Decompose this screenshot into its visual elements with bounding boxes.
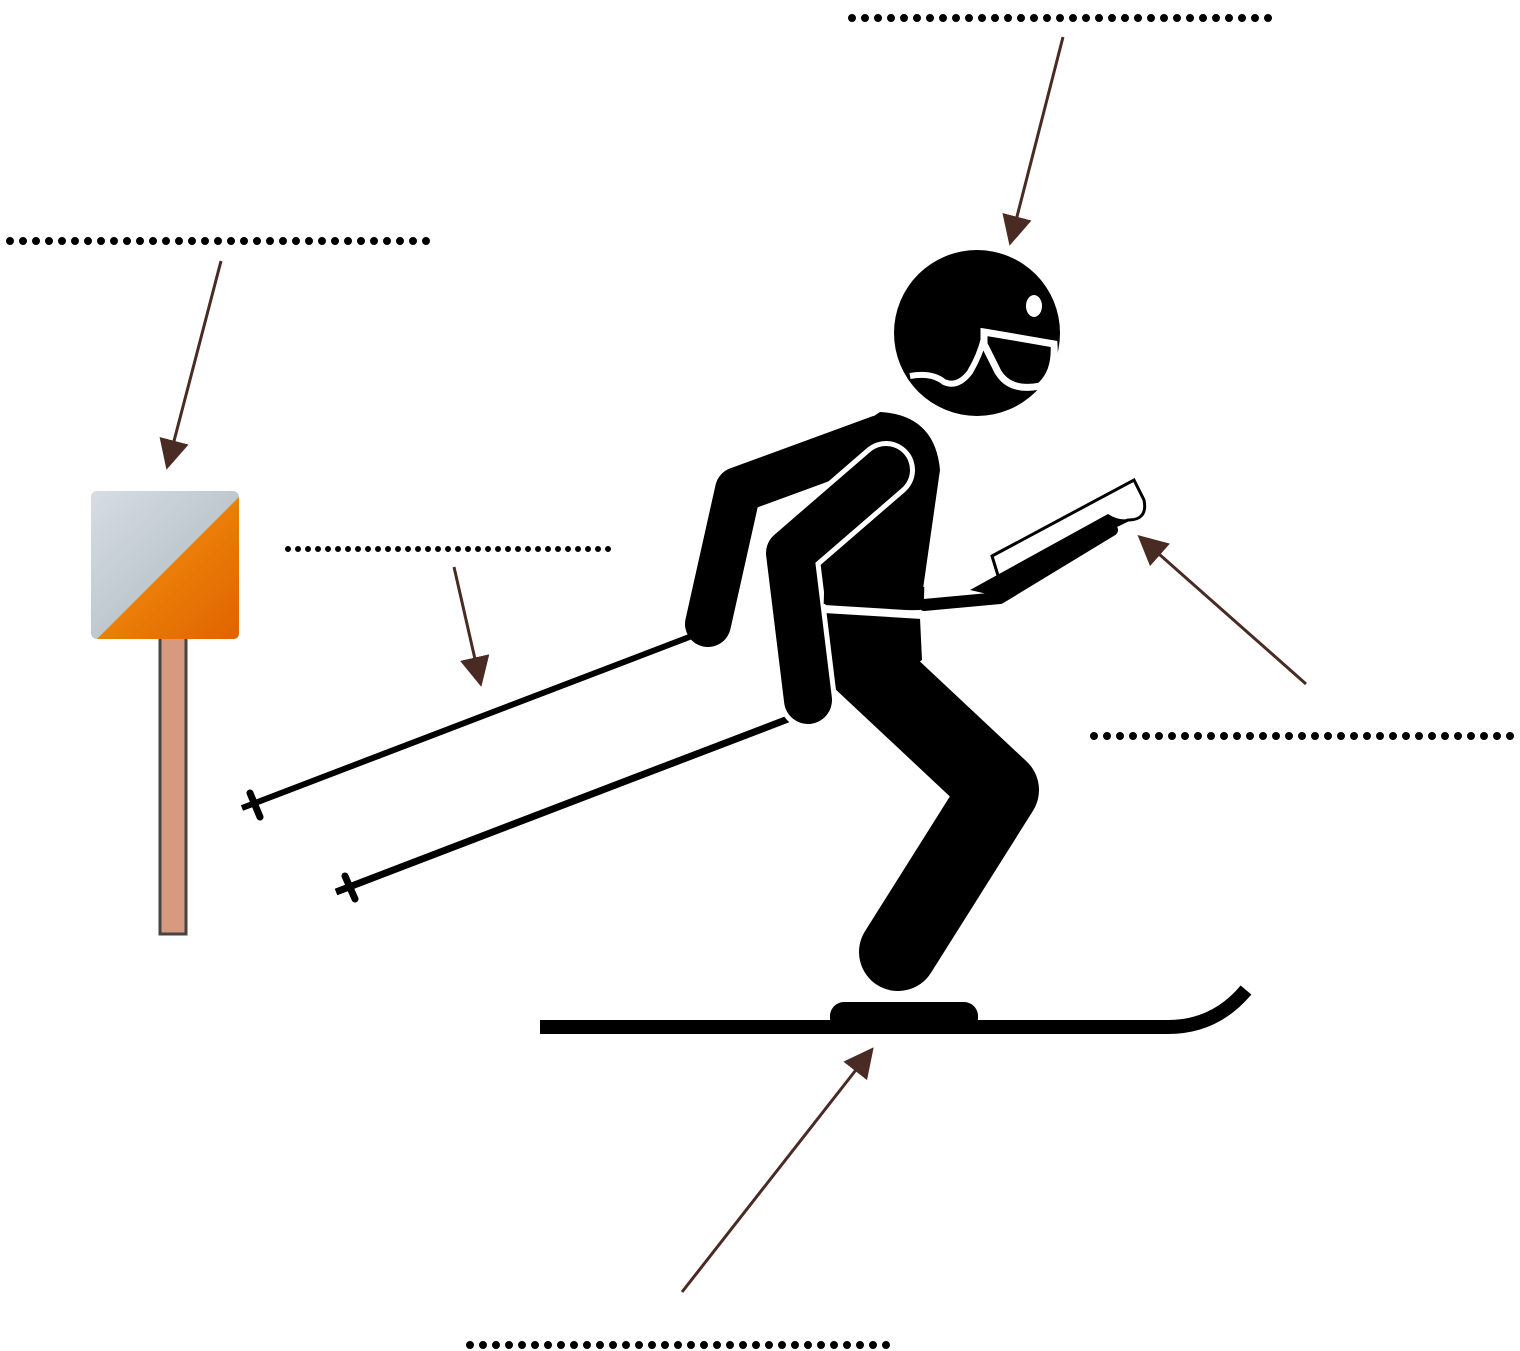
- ski-pole-basket-back: [250, 793, 260, 817]
- arrow-ski: [682, 1052, 870, 1292]
- arrow-control-flag: [168, 261, 221, 464]
- arrow-helmet: [1011, 37, 1063, 240]
- map-holder: [970, 480, 1145, 596]
- control-flag: [91, 491, 239, 934]
- ski-poles: [242, 636, 788, 899]
- skier-leg: [840, 640, 1000, 952]
- ski: [540, 990, 1246, 1032]
- ski-pole-basket-front: [345, 876, 355, 899]
- skier-belt: [824, 594, 924, 597]
- ski-binding: [830, 1002, 978, 1032]
- helmet-vent-icon: [1026, 295, 1042, 317]
- skier: [708, 250, 1112, 952]
- helmet-icon: [894, 250, 1060, 416]
- arrow-ski-pole: [454, 567, 480, 681]
- arrow-map-holder: [1142, 539, 1306, 684]
- flag-post: [160, 634, 186, 934]
